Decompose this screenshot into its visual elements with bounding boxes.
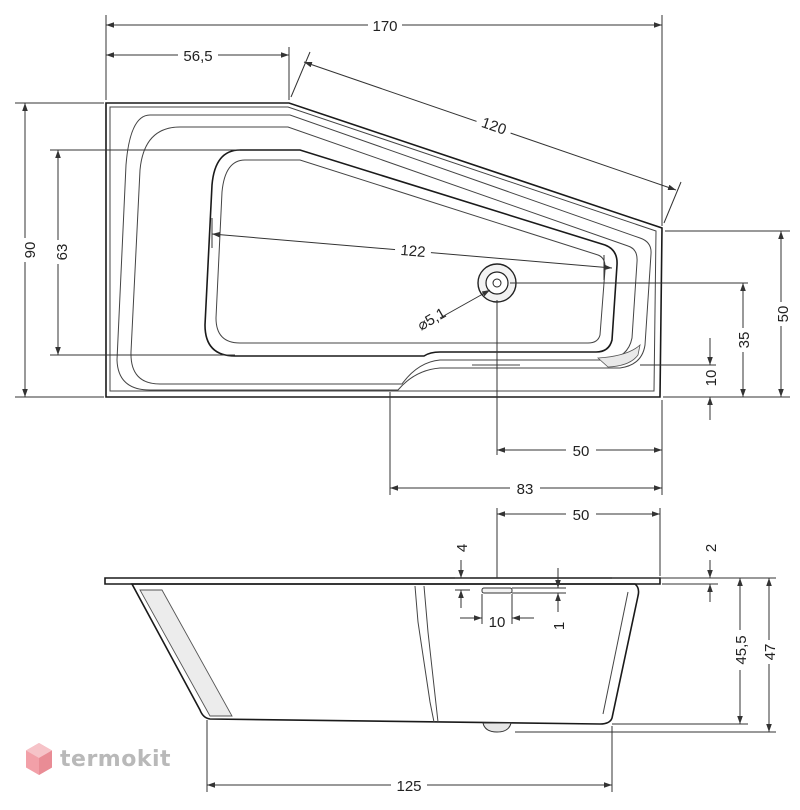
watermark: termokit xyxy=(24,742,171,776)
side-drain-foot xyxy=(482,722,512,733)
bathtub-step-shading xyxy=(597,343,641,368)
side-body xyxy=(130,583,640,725)
bathtub-basin-outline xyxy=(116,114,652,391)
dim-depth-left: 90 xyxy=(22,242,39,259)
watermark-brand-text: termokit xyxy=(60,746,172,772)
side-seam xyxy=(414,585,435,723)
dim-side-drain-from-right: 50 xyxy=(573,507,590,524)
bathtub-basin-inner-line xyxy=(130,126,638,385)
dim-line-drain-diameter xyxy=(439,289,491,319)
dim-base-length: 125 xyxy=(396,778,421,795)
dim-step-height: 10 xyxy=(703,370,720,387)
side-left-wall xyxy=(139,589,233,717)
plan-view: 170 56,5 120 90 63 xyxy=(15,15,792,498)
side-seam-2 xyxy=(423,585,439,723)
dim-drain-from-right: 50 xyxy=(573,443,590,460)
side-view: 50 4 2 10 1 xyxy=(104,505,779,795)
dim-inner-depth-side: 45,5 xyxy=(733,635,750,664)
dim-inner-depth: 63 xyxy=(54,244,71,261)
side-rim xyxy=(104,577,661,585)
dim-inner-length: 122 xyxy=(400,242,426,261)
brand-logo-icon xyxy=(26,743,52,775)
dim-drain-from-bottom: 35 xyxy=(736,332,753,349)
bathtub-floor-outline xyxy=(204,149,618,357)
side-right-wall-line xyxy=(602,591,629,715)
dim-rim-thickness-left: 4 xyxy=(454,544,471,552)
side-overflow-slot xyxy=(481,587,513,594)
bathtub-outer-rim xyxy=(105,102,663,398)
dim-drain-diameter: ⌀5,1 xyxy=(415,305,449,335)
dim-overall-length: 170 xyxy=(372,18,397,35)
drain-center xyxy=(492,278,502,288)
dim-depth-right: 50 xyxy=(775,306,792,323)
dim-short-side: 56,5 xyxy=(183,48,212,65)
dim-total-height: 47 xyxy=(762,644,779,661)
dim-rim-thickness-right: 2 xyxy=(703,544,720,552)
bathtub-rim-inner-edge xyxy=(109,106,657,392)
dim-overflow-gap: 1 xyxy=(551,622,568,630)
dim-step-offset: 83 xyxy=(517,481,534,498)
dim-overflow-width: 10 xyxy=(489,614,506,631)
